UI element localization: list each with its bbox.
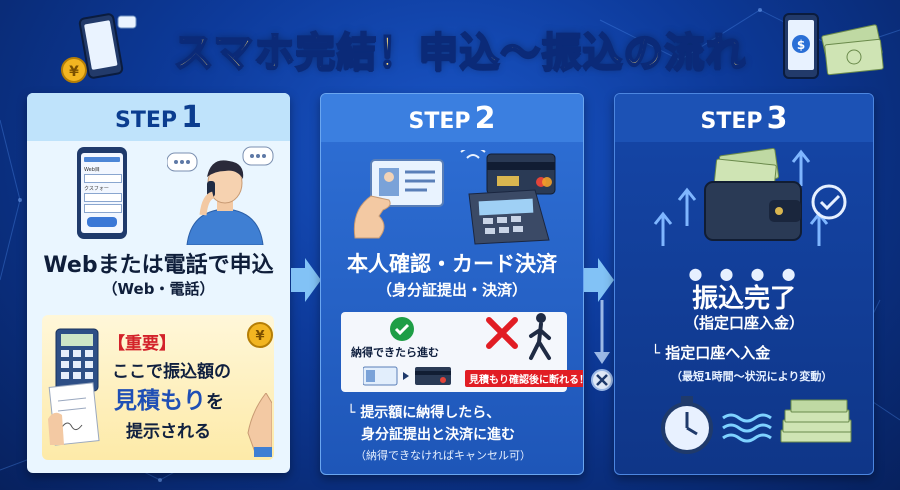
phone-money-icon: $ bbox=[783, 13, 884, 79]
flow-arrow-icon bbox=[584, 258, 614, 302]
smartphone-form-icon: ¥ bbox=[61, 13, 137, 83]
svg-text:¥: ¥ bbox=[255, 329, 264, 344]
note-line-1: ここで振込額の bbox=[112, 362, 231, 382]
yen-coin-icon: ¥ bbox=[247, 322, 273, 348]
hand-icon bbox=[247, 393, 272, 457]
step-label: STEP bbox=[115, 108, 178, 133]
title-banner: ¥ スマホ完結！申込〜振込の流れ $ bbox=[0, 6, 900, 83]
step-number: 1 bbox=[181, 100, 202, 135]
step-3-heading: 振込完了 bbox=[691, 284, 796, 314]
important-tag: 【重要】 bbox=[108, 334, 176, 354]
step-2-bullet-1: └ 提示額に納得したら、 bbox=[347, 405, 501, 421]
step-2-subheading: （身分証提出・決済） bbox=[376, 281, 527, 299]
step-number: 2 bbox=[474, 101, 496, 136]
form-field-label: クスフォー bbox=[84, 186, 109, 192]
stopwatch-cash-icon bbox=[661, 396, 852, 454]
note-line-2-suffix: を bbox=[206, 392, 224, 413]
step-label: STEP bbox=[408, 109, 471, 134]
note-line-3: 提示される bbox=[126, 422, 211, 442]
step-2-bullet-2: 身分証提出と決済に進む bbox=[361, 427, 515, 443]
step-3-bullet-note: （最短1時間〜状況により変動） bbox=[671, 370, 833, 383]
step-1-subheading: （Web・電話） bbox=[102, 280, 215, 298]
svg-text:$: $ bbox=[797, 38, 805, 52]
decision-panel: 納得できたら進む 見積もり確認後に断れる！ bbox=[341, 312, 583, 392]
phone-illustration: Web目 クスフォー bbox=[77, 147, 127, 239]
step-2-heading: 本人確認・カード決済 bbox=[347, 252, 557, 276]
step-number: 3 bbox=[766, 101, 788, 136]
step-1-heading: Webまたは電話で申込 bbox=[43, 253, 274, 278]
id-to-card-icon bbox=[363, 366, 451, 386]
proceed-label: 納得できたら進む bbox=[351, 346, 439, 359]
person-calling-icon bbox=[167, 146, 274, 245]
svg-text:¥: ¥ bbox=[69, 64, 79, 80]
dot-separator: ● ● ● ● bbox=[688, 264, 802, 283]
warning-badge: 見積もり確認後に断れる！ bbox=[465, 370, 583, 387]
step-2-bullet-note: （納得できなければキャンセル可） bbox=[355, 449, 531, 462]
flow-arrow-icon bbox=[291, 258, 321, 302]
id-card-hand-icon bbox=[353, 159, 444, 239]
cross-icon bbox=[486, 317, 518, 349]
form-field-label: Web目 bbox=[84, 167, 100, 173]
estimate-emphasis: 見積もり bbox=[114, 388, 206, 414]
page-title: スマホ完結！申込〜振込の流れ bbox=[173, 29, 747, 77]
step-3-bullet-1: └ 指定口座へ入金 bbox=[651, 344, 771, 362]
step-2-bullet-text-1: 提示額に納得したら、 bbox=[360, 405, 501, 421]
check-circle-icon bbox=[390, 317, 414, 341]
card-terminal-icon bbox=[460, 150, 556, 245]
step-3-bullet-text-1: 指定口座へ入金 bbox=[665, 344, 771, 362]
important-note: 【重要】 ここで振込額の 見積もりを 提示される ¥ bbox=[42, 315, 274, 460]
step-label: STEP bbox=[700, 109, 763, 134]
wallet-check-icon bbox=[653, 148, 847, 246]
step-3-subheading: （指定口座入金） bbox=[683, 314, 804, 332]
walking-away-icon bbox=[529, 313, 551, 360]
calculator-icon bbox=[48, 328, 100, 446]
cancel-branch-icon bbox=[591, 300, 613, 391]
